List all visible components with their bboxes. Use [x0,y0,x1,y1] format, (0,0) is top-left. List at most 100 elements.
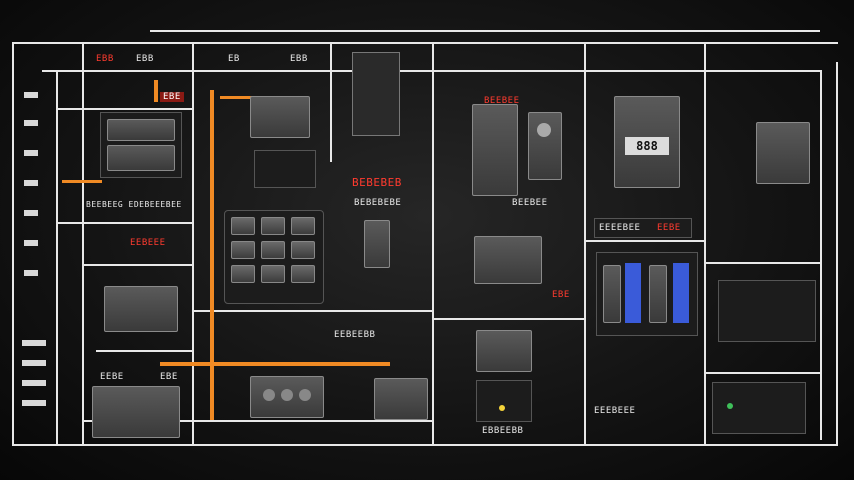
right-red-label: EEBE [657,223,681,233]
connector-block [254,150,316,188]
divider-3 [432,42,434,444]
sidebar-block-6 [24,240,38,246]
sidebar-block-9 [22,360,46,366]
divider-6 [330,42,332,162]
hline-left-1 [56,222,192,224]
mid-white-label: BEBEBEBE [354,198,402,208]
left-mid-module [104,286,178,332]
display-module: 888 [614,96,680,188]
center-mid-box [474,236,542,284]
divider-4 [584,42,586,444]
sidebar-block-1 [24,92,38,98]
frame-inner-right-line [820,70,822,440]
divider-5 [704,42,706,444]
hline-right-1 [586,240,704,242]
keypad-panel [224,210,324,304]
label-top-mid-b: EBB [290,54,308,64]
sidebar-block-10 [22,380,46,386]
terminal-strip [718,280,816,342]
center-bottom-dark [476,380,532,422]
left-panel-title: BEEBEEG EDEBEEEBEE [86,200,182,209]
three-knob-module [250,376,324,418]
indicator-led [499,405,505,411]
left-small-label-a: EEBE [100,372,124,382]
keypad-key[interactable] [231,217,255,235]
hline-left-2 [82,264,192,266]
relay-block-right [756,122,810,184]
ic-chip [352,52,400,136]
left-bottom-module [92,386,180,438]
bottom-right-label: EEEBEEE [594,406,636,416]
bottom-mid-label: EEBEEBB [334,330,376,340]
hline-mid-1 [194,310,432,312]
sidebar-block-4 [24,180,38,186]
hline-right-3 [706,262,820,264]
blue-module [673,263,689,323]
hline-left-3 [96,350,192,352]
hline-top-left [56,108,192,110]
right-panel-title: EEEEBEE [599,223,641,233]
divider-2 [192,42,194,444]
sidebar-block-5 [24,210,38,216]
relay-module-top [250,96,310,138]
label-top-left-b: EBB [136,54,154,64]
bottom-mid-module [374,378,428,420]
center-red-small: EBE [552,290,570,300]
keypad-key[interactable] [261,241,285,259]
panel-module-top [107,119,175,141]
center-top-red-label: BEEBEE [484,96,520,106]
keypad-key[interactable] [261,265,285,283]
gray-module [603,265,621,323]
frame-left-inner-line [56,72,58,444]
keypad-key[interactable] [231,265,255,283]
keypad-key[interactable] [291,265,315,283]
frame-left-line [12,42,14,446]
frame-right-line [836,62,838,446]
left-small-label-b: EBE [160,372,178,382]
bottom-center-label: EBBEEBB [482,426,524,436]
orange-wire-vertical [210,90,214,420]
right-component-bank [596,252,698,336]
keypad-key[interactable] [231,241,255,259]
hline-center-1 [434,318,584,320]
hline-right-2 [706,372,820,374]
orange-wire-left [62,180,102,183]
mid-component [364,220,390,268]
center-gray-box [472,104,518,196]
sidebar-block-2 [24,120,38,126]
mid-red-label: BEBEBEB [352,176,402,189]
orange-wire-upper [220,96,260,99]
label-top-left-a: EBB [96,54,114,64]
sidebar-block-7 [24,270,38,276]
right-title-bar: EEEEBEE EEBE [594,218,692,238]
left-control-panel [100,112,182,178]
center-small-box [528,112,562,180]
keypad-key[interactable] [261,217,285,235]
knob-icon[interactable] [299,389,311,401]
frame-top-line [12,42,838,44]
sidebar-block-11 [22,400,46,406]
knob-icon[interactable] [281,389,293,401]
left-red-badge: EBE [160,92,184,102]
blue-module [625,263,641,323]
orange-wire-horizontal [160,362,390,366]
keypad-key[interactable] [291,217,315,235]
panel-module-bottom [107,145,175,171]
hline-bottom-1 [82,420,432,422]
center-bottom-box [476,330,532,372]
center-label: BEEBEE [512,198,548,208]
dial-icon[interactable] [537,123,551,137]
display-screen: 888 [625,137,669,155]
knob-icon[interactable] [263,389,275,401]
gray-module [649,265,667,323]
indicator-led [727,403,733,409]
bottom-right-panel [712,382,806,434]
frame-bottom-line [12,444,838,446]
sidebar-block-3 [24,150,38,156]
label-top-mid-a: EB [228,54,240,64]
left-panel-red-label: EEBEEE [130,238,166,248]
keypad-key[interactable] [291,241,315,259]
frame-top-upper-line [150,30,820,32]
orange-wire-top [154,80,158,102]
